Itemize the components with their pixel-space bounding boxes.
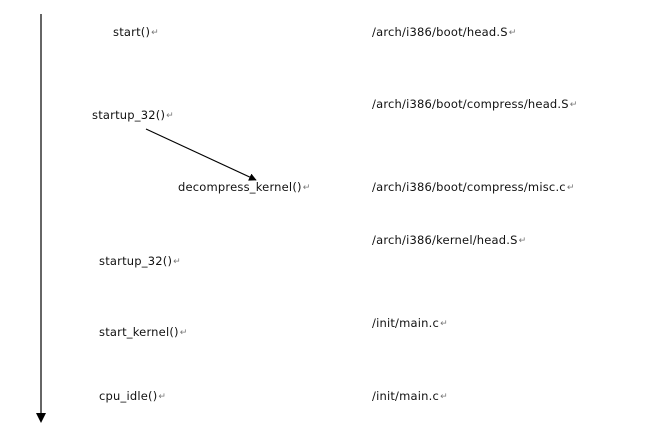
file-path: /arch/i386/boot/compress/head.S bbox=[372, 97, 569, 111]
return-mark-icon: ↵ bbox=[569, 100, 578, 110]
function-label-start-kernel: start_kernel()↵ bbox=[99, 325, 187, 340]
file-path-compress-misc: /arch/i386/boot/compress/misc.c↵ bbox=[372, 180, 575, 195]
file-path-boot-head: /arch/i386/boot/head.S↵ bbox=[372, 25, 516, 40]
function-name: start() bbox=[113, 25, 151, 39]
return-mark-icon: ↵ bbox=[302, 183, 311, 193]
function-name: cpu_idle() bbox=[99, 389, 158, 403]
function-name: startup_32() bbox=[92, 108, 166, 122]
return-mark-icon: ↵ bbox=[440, 392, 448, 402]
return-mark-icon: ↵ bbox=[440, 319, 448, 329]
return-mark-icon: ↵ bbox=[566, 183, 575, 193]
file-path-compress-head: /arch/i386/boot/compress/head.S↵ bbox=[372, 97, 578, 112]
return-mark-icon: ↵ bbox=[508, 28, 517, 38]
return-mark-icon: ↵ bbox=[173, 257, 181, 267]
file-path: /arch/i386/boot/head.S bbox=[372, 25, 508, 39]
function-label-decompress-kernel: decompress_kernel()↵ bbox=[178, 180, 310, 195]
function-label-startup-32-boot: startup_32()↵ bbox=[92, 108, 174, 123]
return-mark-icon: ↵ bbox=[166, 111, 174, 121]
file-path: /arch/i386/boot/compress/misc.c bbox=[372, 180, 566, 194]
function-name: decompress_kernel() bbox=[178, 180, 302, 194]
function-label-startup-32-kernel: startup_32()↵ bbox=[99, 254, 181, 269]
function-label-cpu-idle: cpu_idle()↵ bbox=[99, 389, 166, 404]
timeline-arrowhead bbox=[36, 413, 46, 423]
return-mark-icon: ↵ bbox=[518, 236, 527, 246]
function-name: startup_32() bbox=[99, 254, 173, 268]
function-name: start_kernel() bbox=[99, 325, 179, 339]
file-path-init-main-1: /init/main.c↵ bbox=[372, 316, 448, 331]
file-path: /init/main.c bbox=[372, 389, 440, 403]
file-path: /init/main.c bbox=[372, 316, 440, 330]
return-mark-icon: ↵ bbox=[158, 392, 167, 402]
return-mark-icon: ↵ bbox=[179, 328, 188, 338]
file-path: /arch/i386/kernel/head.S bbox=[372, 233, 518, 247]
file-path-kernel-head: /arch/i386/kernel/head.S↵ bbox=[372, 233, 526, 248]
function-label-start: start()↵ bbox=[113, 25, 159, 40]
return-mark-icon: ↵ bbox=[151, 28, 159, 38]
call-arrow bbox=[145, 128, 257, 181]
file-path-init-main-2: /init/main.c↵ bbox=[372, 389, 448, 404]
